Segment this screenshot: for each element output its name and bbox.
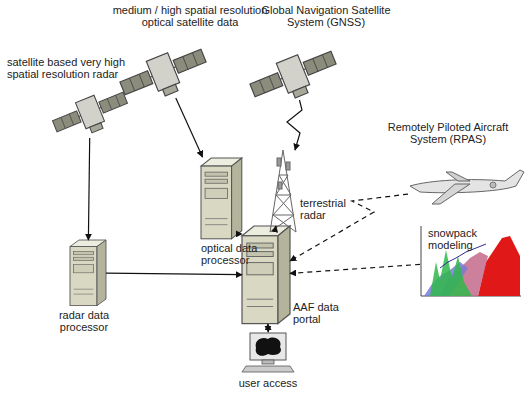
data-flow-arrow (290, 194, 408, 261)
rpas-plane-icon (410, 170, 524, 204)
data-flow-arrow (275, 226, 276, 232)
data-flow-arrow (88, 138, 89, 240)
rpas-aircraft: Remotely Piloted Aircraft System (RPAS) (408, 168, 524, 206)
optical-server-icon (201, 158, 242, 239)
node-label: medium / high spatial resolution optical… (104, 4, 276, 28)
node-label: optical data processor (201, 242, 269, 266)
optical-satellite: medium / high spatial resolution optical… (118, 46, 210, 98)
radar-satellite-icon (50, 85, 133, 145)
snowpack-model: snowpack modeling (420, 225, 520, 297)
radar-server-icon (70, 240, 106, 306)
node-label: user access (233, 377, 303, 389)
terrestrial-radar: terrestrial radar (268, 150, 298, 232)
portal-server-icon (242, 226, 290, 324)
user-computer-icon (242, 333, 294, 372)
node-label: satellite based very high spatial resolu… (7, 56, 125, 80)
gnss-satellite-icon (246, 43, 342, 112)
data-flow-arrow (287, 100, 302, 150)
optical-processor: optical data processor (200, 157, 242, 239)
node-label: snowpack modeling (428, 227, 524, 251)
optical-satellite-icon (116, 41, 212, 110)
radar-tower-icon (270, 150, 296, 232)
data-flow-arrow (106, 273, 242, 275)
user-terminal: user access (248, 332, 290, 373)
node-label: Global Navigation Satellite System (GNSS… (250, 4, 402, 28)
radar-satellite: satellite based very high spatial resolu… (60, 88, 120, 138)
data-flow-arrow (290, 264, 420, 273)
data-flow-arrow (267, 324, 269, 332)
radar-processor: radar data processor (70, 240, 106, 306)
node-label: Remotely Piloted Aircraft System (RPAS) (386, 121, 510, 145)
node-label: radar data processor (52, 309, 116, 333)
node-label: AAF data portal (293, 301, 345, 325)
node-label: terrestrial radar (300, 197, 356, 221)
gnss-satellite: Global Navigation Satellite System (GNSS… (248, 48, 338, 100)
data-flow-arrow (176, 98, 203, 157)
data-portal: AAF data portal (242, 226, 290, 324)
